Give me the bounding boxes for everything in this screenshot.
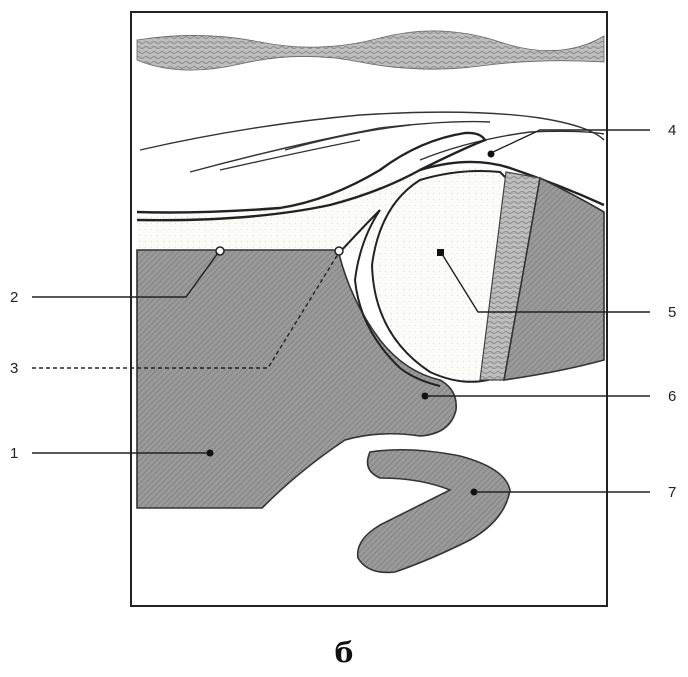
- label-7: 7: [668, 484, 676, 501]
- label-1: 1: [10, 445, 18, 462]
- label-6: 6: [668, 388, 676, 405]
- label-5: 5: [668, 304, 676, 321]
- label-3: 3: [10, 360, 18, 377]
- label-2: 2: [10, 289, 18, 306]
- point-3-open: [335, 247, 343, 255]
- label-4: 4: [668, 122, 676, 139]
- figure-caption: б: [0, 636, 688, 669]
